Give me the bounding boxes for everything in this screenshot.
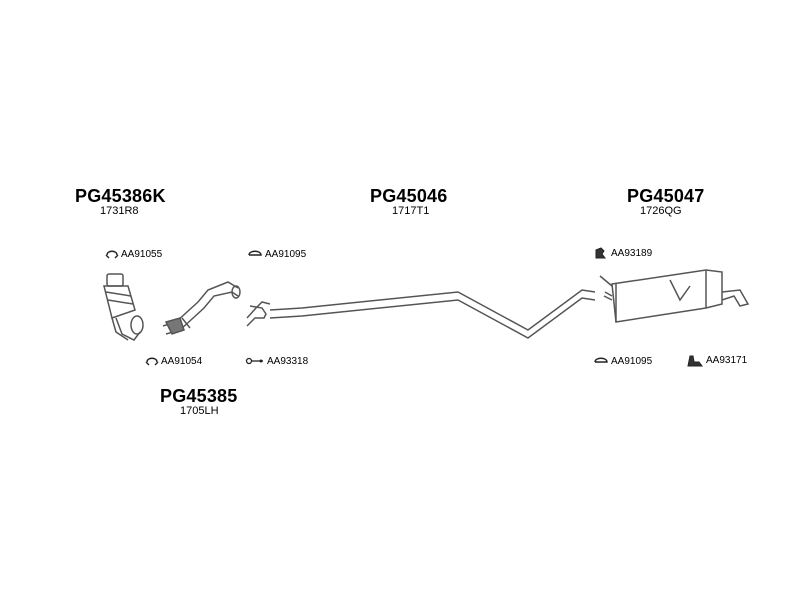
accessory-code: AA91095 — [611, 355, 653, 367]
front-pipe-oem-code: 1705LH — [180, 405, 219, 417]
accessory-clamp-rear: AA91095 — [593, 355, 652, 367]
catalytic-converter-drawing — [103, 273, 144, 341]
accessory-code: AA93318 — [267, 355, 309, 367]
middle-pipe-oem-code: 1717T1 — [392, 205, 430, 217]
rear-silencer-drawing — [599, 269, 750, 323]
catalyst-oem-code: 1731R8 — [100, 205, 139, 217]
accessory-bracket-rear: AA93171 — [686, 352, 747, 368]
accessory-clamp-catalyst-top: AA91055 — [105, 248, 162, 260]
accessory-rubber-mount: AA93189 — [593, 246, 652, 260]
front-pipe-part-number: PG45385 — [160, 386, 238, 406]
accessory-bolt-kit: AA93318 — [245, 355, 308, 367]
rear-silencer-oem-code: 1726QG — [640, 205, 682, 217]
accessory-code: AA91055 — [121, 248, 163, 260]
clamp-icon — [247, 248, 263, 260]
clamp-icon — [593, 355, 609, 367]
clamp-icon — [105, 248, 119, 260]
middle-pipe-part-number: PG45046 — [370, 186, 448, 206]
accessory-code: AA93189 — [611, 247, 653, 259]
accessory-clamp-front-pipe: AA91095 — [247, 248, 306, 260]
front-pipe-drawing — [162, 281, 241, 335]
rubber-mount-icon — [593, 246, 609, 260]
middle-pipe-drawing — [246, 289, 596, 339]
bolt-icon — [245, 355, 265, 367]
accessory-code: AA93171 — [706, 354, 748, 366]
accessory-code: AA91054 — [161, 355, 203, 367]
clamp-icon — [145, 355, 159, 367]
bracket-icon — [686, 352, 704, 368]
catalyst-part-number: PG45386K — [75, 186, 166, 206]
accessory-code: AA91095 — [265, 248, 307, 260]
rear-silencer-part-number: PG45047 — [627, 186, 705, 206]
accessory-clamp-catalyst-bottom: AA91054 — [145, 355, 202, 367]
